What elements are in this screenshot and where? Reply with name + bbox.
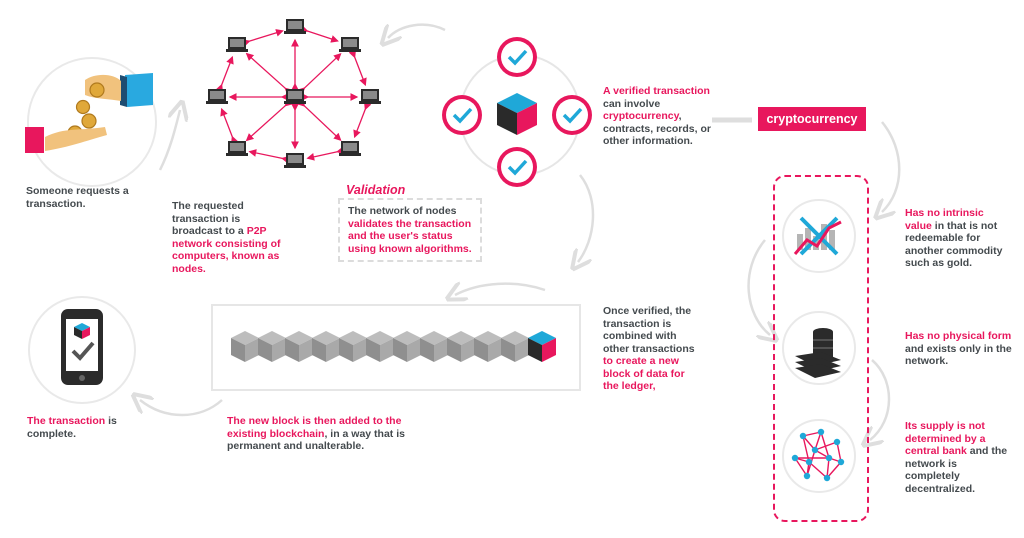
block-cube-icon [339, 331, 367, 362]
property-physical-rest: and exists only in the network. [905, 342, 1012, 368]
phone-check-icon [28, 296, 136, 404]
step-broadcast-part1: The requested transaction is broadcast t… [172, 200, 247, 237]
laptop-icon [284, 89, 306, 104]
property-decentralized-rest: and the network is completely decentrali… [905, 445, 1008, 495]
step-broadcast-highlight: P2P network consisting of computers, kno… [172, 225, 281, 275]
step-added-part2: , in a way that is permanent and unalter… [227, 427, 405, 453]
validation-title: Validation [346, 183, 406, 197]
step-validation-part1: The network of nodes [348, 205, 457, 217]
block-cube-icon [501, 331, 529, 362]
check-icon [497, 147, 537, 187]
laptop-icon [339, 141, 361, 156]
block-cube-icon [420, 331, 448, 362]
no-value-chart-icon [782, 199, 856, 273]
property-physical-highlight: Has no physical form [905, 330, 1012, 342]
step-verified-part3: , contracts, records, or other informati… [603, 110, 711, 147]
step-request-text: Someone requests a transaction. [26, 185, 129, 210]
validation-icon [442, 37, 592, 187]
validation-illustration [440, 35, 600, 195]
hands-coins-icon [10, 57, 157, 187]
validation-box [338, 198, 482, 262]
blockchain-frame [211, 304, 581, 391]
step-complete-highlight: The transaction [27, 415, 106, 427]
laptop-icon [206, 89, 228, 104]
step-validation-text: The network of nodes validates the trans… [348, 205, 476, 255]
laptop-icon [226, 37, 248, 52]
block-cube-icon [474, 331, 502, 362]
step-verified-text: A verified transaction can involve crypt… [603, 85, 715, 148]
laptop-icon [284, 19, 306, 34]
step-added-highlight: The new block is then added to the exist… [227, 415, 402, 440]
property-decentralized-text: Its supply is not determined by a centra… [905, 420, 1013, 495]
laptop-icon [339, 37, 361, 52]
step-complete-text: The transaction is complete. [27, 415, 137, 440]
laptop-icon [359, 89, 381, 104]
step-broadcast-text: The requested transaction is broadcast t… [172, 200, 282, 275]
step-new-block-highlight: to create a new block of data for the le… [603, 355, 685, 392]
network-icon [206, 19, 381, 168]
request-illustration [10, 55, 160, 190]
property-decentralized-illustration [781, 418, 857, 494]
check-icon [442, 95, 482, 135]
coin-stack-icon [782, 311, 856, 385]
properties-frame [773, 175, 869, 522]
property-physical-text: Has no physical form and exists only in … [905, 330, 1013, 368]
cube-icon [497, 93, 537, 135]
decentralized-network-icon [782, 419, 856, 493]
block-cube-icon [366, 331, 394, 362]
step-verified-highlight2: cryptocurrency [603, 110, 679, 122]
step-new-block-part1: Once verified, the transaction is combin… [603, 305, 695, 355]
property-decentralized-highlight: Its supply is not determined by a centra… [905, 420, 986, 457]
step-new-block-text: Once verified, the transaction is combin… [603, 305, 703, 393]
step-complete-part2: is complete. [27, 415, 117, 440]
step-added-text: The new block is then added to the exist… [227, 415, 407, 453]
block-cube-icon [258, 331, 286, 362]
p2p-network-diagram [205, 15, 385, 175]
step-verified-part2: can involve [603, 97, 661, 110]
property-physical-illustration [781, 310, 857, 386]
block-cube-icon [231, 331, 259, 362]
check-icon [497, 37, 537, 77]
block-cube-icon [312, 331, 340, 362]
laptop-icon [284, 153, 306, 168]
property-intrinsic-illustration [781, 198, 857, 274]
block-cube-icon [285, 331, 313, 362]
blockchain-icon [231, 331, 556, 362]
property-intrinsic-highlight: Has no intrinsic value [905, 207, 984, 232]
cryptocurrency-badge: cryptocurrency [758, 107, 866, 131]
laptop-icon [226, 141, 248, 156]
block-cube-icon [393, 331, 421, 362]
property-intrinsic-text: Has no intrinsic value in that is not re… [905, 207, 1013, 270]
block-cube-icon [447, 331, 475, 362]
step-validation-highlight: validates the transaction and the user's… [348, 217, 472, 255]
block-cube-icon [528, 331, 556, 362]
check-icon [552, 95, 592, 135]
step-verified-highlight1: A verified transaction [603, 85, 710, 97]
property-intrinsic-rest: in that is not redeemable for another co… [905, 219, 1003, 270]
complete-illustration [27, 295, 137, 405]
